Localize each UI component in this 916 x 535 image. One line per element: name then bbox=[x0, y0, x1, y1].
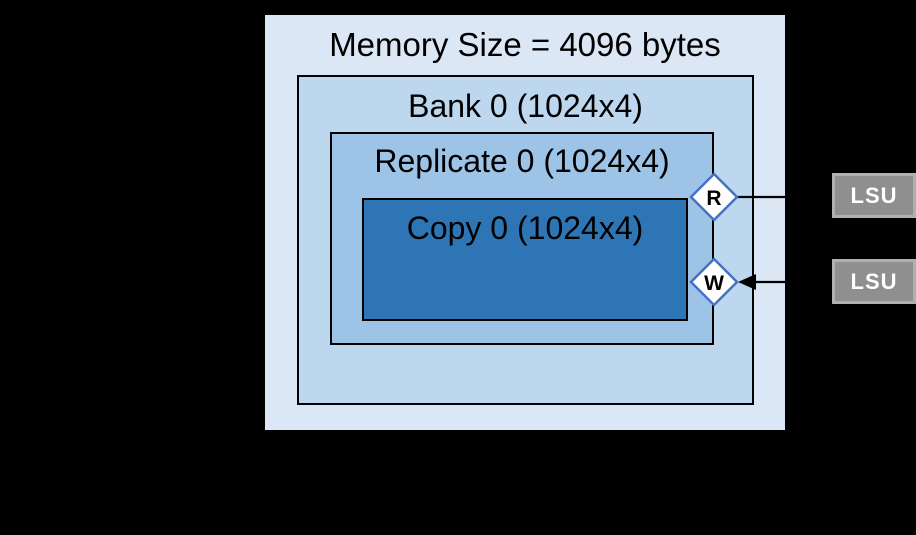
replicate-label: Replicate 0 (1024x4) bbox=[374, 143, 670, 179]
lsu-bottom-box: LSU bbox=[832, 259, 916, 304]
memory-label: Memory Size = 4096 bytes bbox=[329, 26, 721, 63]
read-port-label: R bbox=[706, 187, 722, 210]
write-port-label: W bbox=[704, 272, 724, 295]
lsu-bottom-label: LSU bbox=[850, 268, 898, 294]
copy-label: Copy 0 (1024x4) bbox=[406, 210, 644, 246]
copy-box: Copy 0 (1024x4) bbox=[362, 198, 688, 321]
lsu-top-label: LSU bbox=[850, 182, 898, 208]
bank-label: Bank 0 (1024x4) bbox=[408, 88, 643, 124]
lsu-top-box: LSU bbox=[832, 173, 916, 218]
